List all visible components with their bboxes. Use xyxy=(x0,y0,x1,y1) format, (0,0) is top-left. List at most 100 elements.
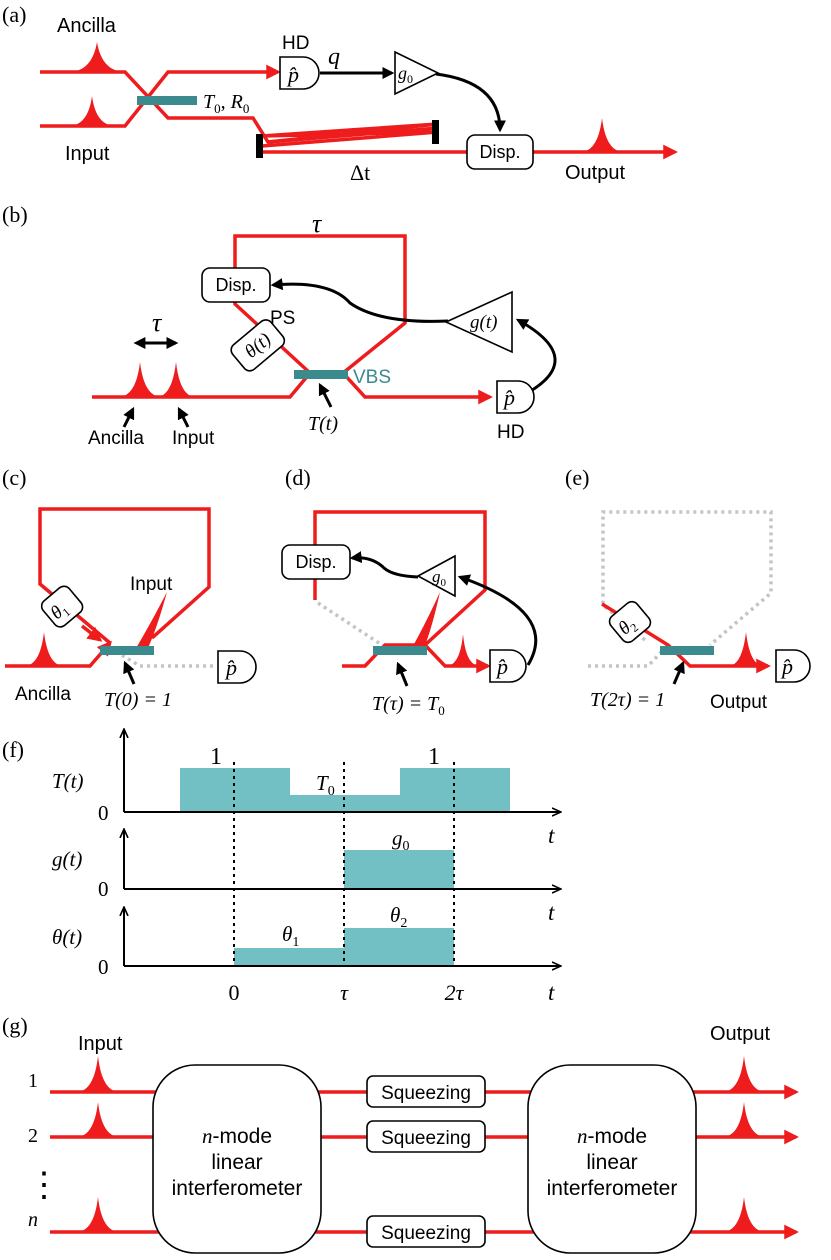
delta-t-label-a: Δt xyxy=(350,160,370,185)
tick-label-0: 0 xyxy=(229,980,240,1005)
mode-label-2: 2 xyxy=(28,1125,38,1147)
T-axis-label: T(t) xyxy=(52,769,84,793)
loop-path-b xyxy=(233,234,407,375)
tau-top-label-b: τ xyxy=(312,209,323,238)
hd-detector-a xyxy=(279,56,320,90)
vbs-label-b: VBS xyxy=(353,367,391,388)
T-pointer-b xyxy=(318,382,333,408)
panel-label-a: (a) xyxy=(2,2,26,27)
squeezing-label-1: Squeezing xyxy=(381,1083,471,1104)
gain-label-a: g0 xyxy=(398,63,413,86)
ancilla-label-a: Ancilla xyxy=(57,15,117,37)
panel-label-e: (e) xyxy=(565,465,589,490)
squeezing-box-2 xyxy=(366,1120,486,1153)
theta1-label: θ1 xyxy=(282,922,299,950)
interferometer-right-line2: linear xyxy=(586,1151,637,1174)
output-pulse-a xyxy=(580,118,624,152)
hd-p-hat-a: p̂ xyxy=(286,62,299,87)
gain-amplifier-a xyxy=(394,50,440,96)
loop-path-d xyxy=(313,510,487,647)
output-pulse-2 xyxy=(722,1102,766,1137)
theta-arrow-c xyxy=(80,624,103,642)
mode-label-1: 1 xyxy=(28,1070,38,1092)
panel-label-d: (d) xyxy=(285,465,311,490)
panel-label-b: (b) xyxy=(2,202,28,227)
T0-label: T0 xyxy=(316,771,335,799)
beamsplitter-e xyxy=(660,646,714,655)
ancilla-pointer-b xyxy=(122,406,135,428)
tick-label-tau: τ xyxy=(340,980,349,1005)
input-label-b: Input xyxy=(172,428,215,449)
T-label-c: T(0) = 1 xyxy=(104,689,172,711)
beamsplitter-c xyxy=(100,646,154,655)
T-pointer-d xyxy=(396,661,409,687)
squeezing-label-n: Squeezing xyxy=(381,1223,471,1244)
feed-forward-b xyxy=(270,278,449,323)
phase-shifter-e: θ2 xyxy=(608,600,652,644)
interferometer-right-line3: interferometer xyxy=(547,1177,678,1200)
theta-axis-label: θ(t) xyxy=(52,925,82,949)
panel-label-g: (g) xyxy=(2,1013,28,1038)
input-label-a: Input xyxy=(65,143,110,165)
ancilla-line-c xyxy=(5,640,112,668)
ancilla-pulse-c xyxy=(24,632,64,666)
T-trace-fill xyxy=(180,768,510,812)
mode-label-n: n xyxy=(28,1209,38,1231)
hd-to-gain-b xyxy=(515,318,557,398)
interferometer-left-line1: n-mode xyxy=(202,1124,272,1148)
delay-line-a xyxy=(261,122,439,148)
squeezing-box-1 xyxy=(366,1075,486,1108)
interferometer-right-line1: n-mode xyxy=(577,1124,647,1148)
dotted-input-e xyxy=(588,643,670,668)
hd-p-hat-c: p̂ xyxy=(224,655,237,680)
q-label-a: q xyxy=(328,44,340,70)
gain-amplifier-b xyxy=(444,290,513,354)
hd-detector-b xyxy=(496,380,535,414)
input-label-c: Input xyxy=(130,574,173,595)
theta2-label: θ2 xyxy=(390,903,407,931)
gain-amplifier-d xyxy=(416,554,456,598)
mirror-right-a xyxy=(432,120,439,144)
input-pulse-c xyxy=(132,592,167,655)
t-axis-label-3: t xyxy=(548,980,555,1005)
output-pulse-e xyxy=(728,632,764,666)
ancilla-label-b: Ancilla xyxy=(88,428,144,449)
t-axis-label-1: t xyxy=(548,823,555,848)
hd-detector-d xyxy=(489,649,527,683)
g-trace-fill xyxy=(344,850,454,889)
interferometer-left-line2: linear xyxy=(211,1151,262,1174)
T-pointer-e xyxy=(672,660,685,685)
input-pulse-n xyxy=(76,1197,120,1232)
hd-to-gain-d xyxy=(457,574,538,666)
interferometer-left xyxy=(152,1064,322,1254)
panel-label-f: (f) xyxy=(2,737,24,762)
ancilla-pulse-b xyxy=(118,362,162,397)
phase-shifter-c: θ1 xyxy=(40,585,84,628)
input-pulse-1 xyxy=(76,1056,120,1092)
input-pulse-d xyxy=(408,592,440,655)
squeezing-box-n xyxy=(366,1215,486,1248)
disp-box-b xyxy=(201,267,271,303)
T-label-e: T(2τ) = 1 xyxy=(590,689,665,711)
interferometer-left-line3: interferometer xyxy=(172,1177,303,1200)
g-axis-label: g(t) xyxy=(52,847,82,871)
squeezing-label-2: Squeezing xyxy=(381,1128,471,1149)
hd-p-hat-e: p̂ xyxy=(780,654,793,679)
hd-p-hat-d: p̂ xyxy=(495,654,508,679)
dotted-path-c xyxy=(109,646,215,668)
disp-box-a xyxy=(466,134,534,170)
T-one-right: 1 xyxy=(428,744,440,770)
output-pulse-d xyxy=(446,634,480,666)
feed-forward-d xyxy=(349,551,419,579)
panel-label-c: (c) xyxy=(2,465,26,490)
ancilla-label-c: Ancilla xyxy=(15,684,71,705)
input-pointer-b xyxy=(177,406,190,428)
dotted-loop-e xyxy=(601,510,773,647)
t-axis-label-2: t xyxy=(548,900,555,925)
g-zero-label: 0 xyxy=(98,877,109,901)
hd-label-a: HD xyxy=(282,33,309,54)
phase-shifter-b: θ(t) xyxy=(230,319,286,372)
output-label-g: Output xyxy=(710,1023,770,1045)
T-one-left: 1 xyxy=(210,744,222,770)
